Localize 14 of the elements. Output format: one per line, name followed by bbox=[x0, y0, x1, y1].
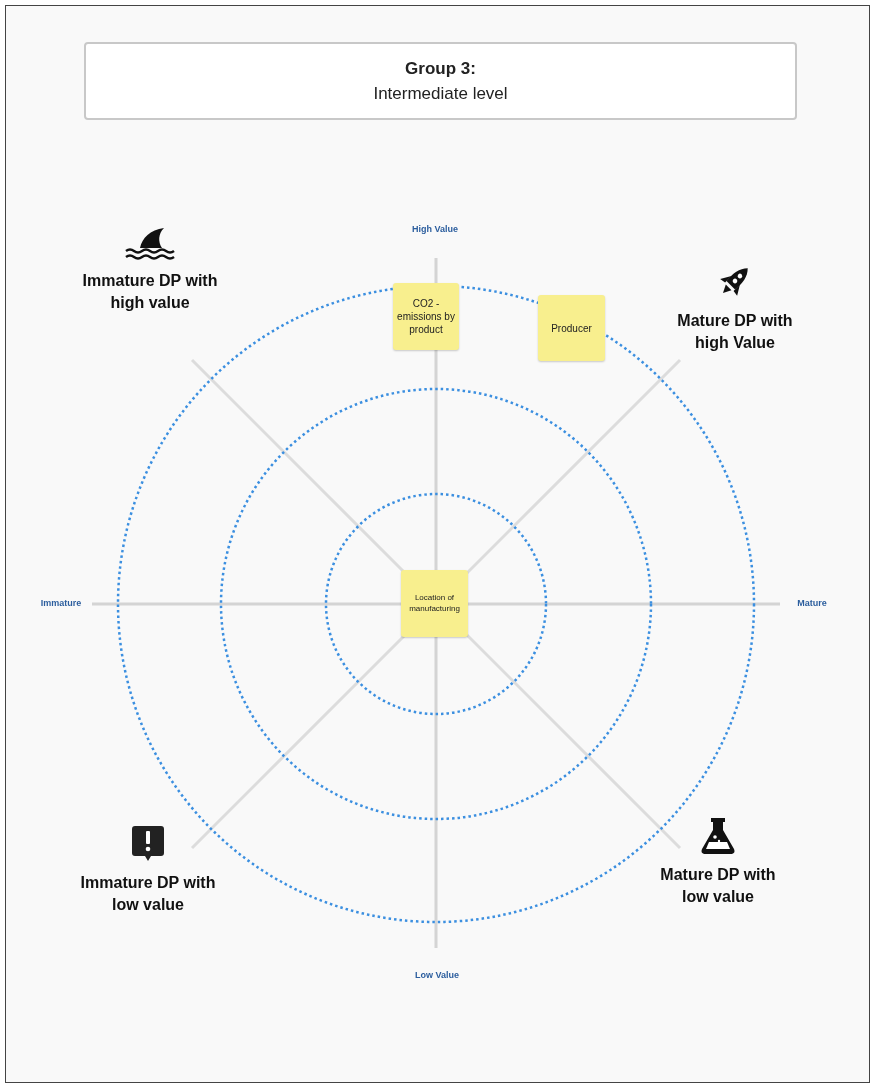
axis-label: High Value bbox=[410, 223, 460, 237]
quadrant-label: Immature DP with low value bbox=[79, 873, 217, 916]
note-text: CO2 - emissions by product bbox=[396, 297, 456, 336]
quadrant-label: Mature DP with low value bbox=[660, 865, 776, 908]
quadrant-label: Mature DP with high Value bbox=[676, 311, 794, 354]
title-box bbox=[84, 42, 797, 120]
sticky-note bbox=[393, 283, 459, 350]
note-text: Location of manufacturing bbox=[408, 593, 461, 614]
title-heading: Group 3: bbox=[405, 57, 476, 80]
sticky-note bbox=[401, 570, 468, 637]
note-text: Producer bbox=[550, 321, 593, 335]
title-subheading: Intermediate level bbox=[373, 83, 508, 105]
quadrant-label: Immature DP with high value bbox=[81, 271, 219, 314]
sticky-note bbox=[538, 295, 605, 361]
